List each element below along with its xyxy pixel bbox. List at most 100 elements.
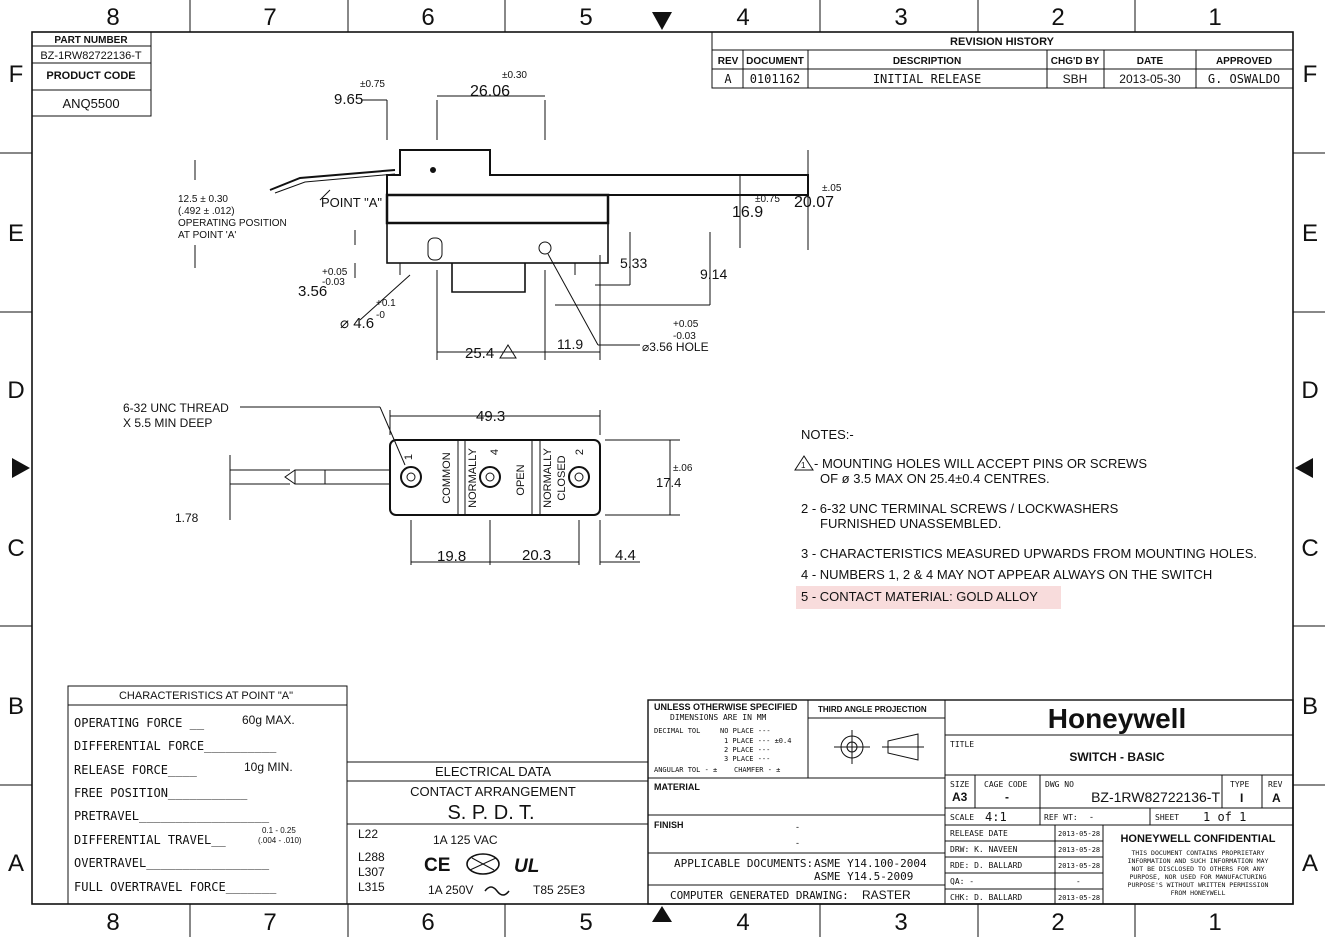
op-position-text: (.492 ± .012) [178,206,235,217]
thread-label: 6-32 UNC THREAD [123,401,229,415]
zone-col-label: 4 [736,4,749,31]
zone-row-label: E [1302,220,1318,247]
char-release-force-value: 10g MIN. [244,760,293,774]
rev-value: A [1272,791,1281,805]
listing-l288: L288 [358,850,385,864]
dim-20-3: 20.3 [522,547,551,564]
center-arrow-right [1295,458,1313,478]
dim-20-07: 20.07 [794,194,834,211]
ac-symbol-icon [484,886,510,896]
center-arrow-top [652,12,672,30]
hole-label: ⌀3.56 HOLE [642,340,709,354]
zone-row-label: B [1302,693,1318,720]
char-overtravel-label: OVERTRAVEL_________________ [74,856,270,870]
enec-mark-icon [466,853,500,875]
bottom-view-labels: 6-32 UNC THREAD X 5.5 MIN DEEP 49.3 ±.06… [123,401,693,565]
dim-tol: +0.1 [376,298,396,309]
ul-mark: UL [514,856,539,877]
product-code-label: PRODUCT CODE [46,70,135,82]
confidential-text: INFORMATION AND SUCH INFORMATION MAY [1128,857,1269,865]
description-header: DESCRIPTION [893,56,961,67]
computer-generated-value: RASTER [862,888,911,902]
zone-labels: 8 7 6 5 4 3 2 1 8 7 6 5 4 3 2 1 F E D C … [7,4,1318,936]
listing-l307: L307 [358,865,385,879]
part-number-label: PART NUMBER [54,35,128,46]
bottom-view [229,406,680,565]
decimal-tol-label: DECIMAL TOL [654,727,700,735]
char-differential-travel-value-in: (.004 - .010) [258,836,302,845]
dim-17-4: 17.4 [656,475,681,490]
release-date-label: RELEASE DATE [950,829,1008,838]
checked-date: 2013-05-28 [1058,894,1100,902]
dim-tol: -0.03 [673,331,696,342]
zone-row-label: C [7,535,24,562]
zone-row-label: D [7,377,24,404]
revision-title: REVISION HISTORY [950,36,1055,48]
dim-49-3: 49.3 [476,408,505,425]
zone-col-label: 6 [421,4,434,31]
note-1-line-1: - MOUNTING HOLES WILL ACCEPT PINS OR SCR… [814,456,1147,471]
dim-19-8: 19.8 [437,548,466,565]
dim-tol: ±0.75 [755,194,780,205]
rating-250v: 1A 250V [428,883,473,897]
normally-open-label-1: NORMALLY [467,447,479,507]
date-header: DATE [1137,56,1164,67]
dim-tol: ±.05 [822,183,842,194]
char-differential-travel-value: 0.1 - 0.25 [262,826,296,835]
note-2-line-1: 2 - 6-32 UNC TERMINAL SCREWS / LOCKWASHE… [801,501,1119,516]
projection-label: THIRD ANGLE PROJECTION [818,705,927,714]
product-code-value: ANQ5500 [62,96,119,111]
characteristics-title: CHARACTERISTICS AT POINT "A" [119,690,293,702]
zone-col-label: 2 [1051,909,1064,936]
changed-by-header: CHG'D BY [1051,56,1100,67]
op-position-text: AT POINT 'A' [178,230,236,241]
two-place-tol: 2 PLACE --- [724,746,770,754]
material-label: MATERIAL [654,782,700,792]
description-value: INITIAL RELEASE [873,72,981,86]
zone-col-label: 5 [579,4,592,31]
rde-date: 2013-05-28 [1058,862,1100,870]
confidential-text: THIS DOCUMENT CONTAINS PROPRIETARY [1131,849,1264,857]
zone-row-label: B [8,693,24,720]
dwg-no-value: BZ-1RW82722136-T [1091,789,1220,805]
char-differential-force-label: DIFFERENTIAL FORCE__________ [74,739,277,753]
release-date-value: 2013-05-28 [1058,830,1100,838]
dim-tol: +0.05 [322,267,348,278]
confidential-text: PURPOSE'S WITHOUT WRITTEN PERMISSION [1128,881,1269,889]
changed-by-value: SBH [1063,72,1088,86]
zone-col-label: 4 [736,909,749,936]
ce-mark: CE [424,855,450,876]
notes-title: NOTES:- [801,427,854,442]
zone-row-label: F [1303,61,1318,88]
zone-col-label: 3 [894,4,907,31]
note-4: 4 - NUMBERS 1, 2 & 4 MAY NOT APPEAR ALWA… [801,567,1212,582]
dim-4-4: 4.4 [615,547,636,564]
one-place-tol: 1 PLACE --- ±0.4 [724,737,791,745]
dim-tol: ±0.75 [360,79,385,90]
title-block: UNLESS OTHERWISE SPECIFIED DIMENSIONS AR… [647,699,1294,905]
notes: NOTES:- 1 - MOUNTING HOLES WILL ACCEPT P… [794,427,1257,609]
zone-row-label: D [1301,377,1318,404]
computer-generated-label: COMPUTER GENERATED DRAWING: [670,889,849,902]
dim-tol: +0.05 [673,319,699,330]
dwg-no-label: DWG NO [1045,780,1074,789]
zone-col-label: 5 [579,909,592,936]
type-value: I [1240,791,1243,805]
confidential-text: PURPOSE, NOR USED FOR MANUFACTURING [1130,873,1267,881]
center-arrow-left [12,458,30,478]
drawn-by: DRW: K. NAVEEN [950,845,1018,854]
contact-arrangement-label: CONTACT ARRANGEMENT [410,784,576,799]
qa-date: - [1077,877,1080,886]
zone-row-label: C [1301,535,1318,562]
char-free-position-label: FREE POSITION___________ [74,786,248,800]
terminal-2-number: 2 [574,449,586,455]
note-1-line-2: OF ø 3.5 MAX ON 25.4±0.4 CENTRES. [820,471,1050,486]
dim-25-4: 25.4 [465,345,494,362]
zone-col-label: 3 [894,909,907,936]
side-view [194,95,809,360]
rating-125vac: 1A 125 VAC [433,833,498,847]
dim-16-9: 16.9 [732,204,763,221]
rev-label: REV [1268,780,1283,789]
cage-code-value: - [1005,790,1009,804]
char-release-force-label: RELEASE FORCE____ [74,763,198,777]
